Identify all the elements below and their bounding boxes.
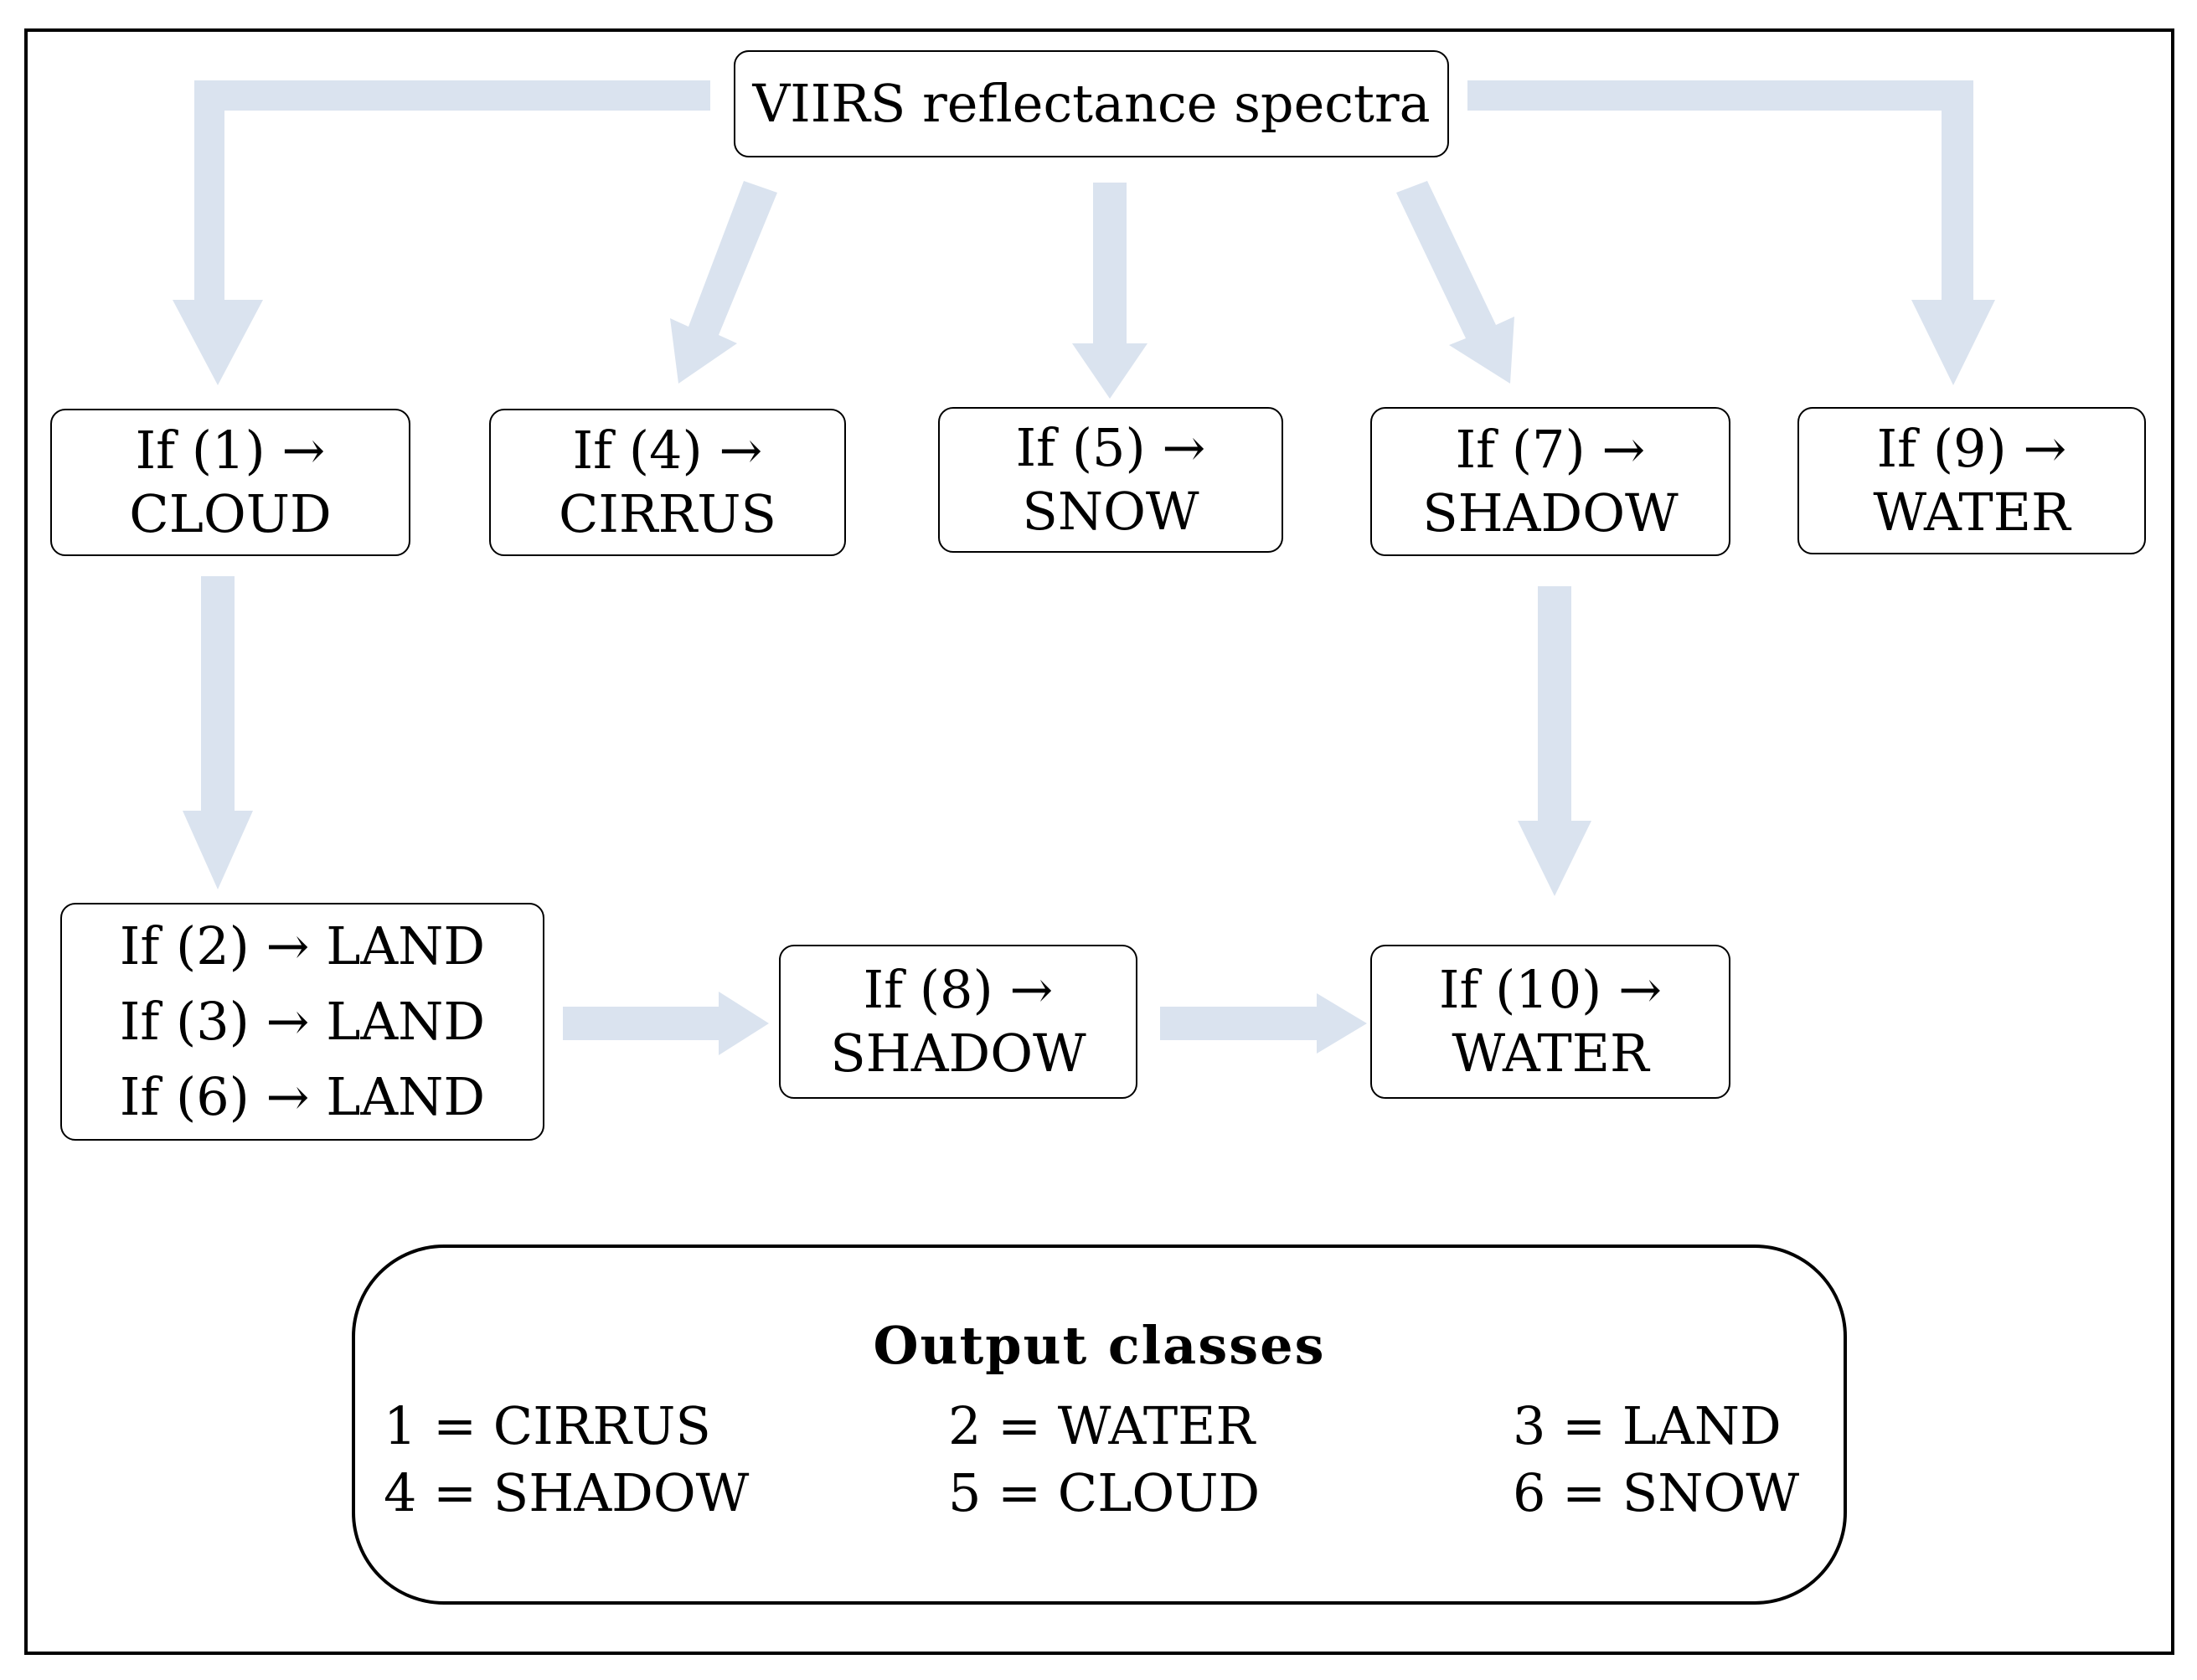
arrow-root-to-snow (1072, 183, 1147, 399)
legend-item: 2 = WATER (948, 1395, 1256, 1456)
test-1-node: If (1) → CLOUD (50, 409, 410, 556)
test-5-node: If (5) → SNOW (938, 407, 1283, 553)
output-classes-legend: Output classes 1 = CIRRUS 2 = WATER 3 = … (352, 1245, 1847, 1605)
diagram-frame (24, 28, 2174, 1655)
legend-item: 3 = LAND (1513, 1395, 1782, 1456)
test-8-node: If (8) → SHADOW (779, 945, 1137, 1099)
legend-item: 6 = SNOW (1513, 1462, 1800, 1523)
arrow-root-to-cirrus (670, 181, 777, 384)
test-7-condition: If (7) → (1455, 419, 1646, 481)
test-6-rule: If (6) → LAND (119, 1065, 486, 1127)
arrow-root-to-shadow (1396, 181, 1514, 384)
test-5-class: SNOW (1022, 481, 1199, 542)
test-4-class: CIRRUS (558, 483, 777, 544)
arrow-root-to-water (1467, 80, 1995, 385)
test-1-condition: If (1) → (135, 420, 326, 482)
test-8-condition: If (8) → (863, 959, 1054, 1021)
test-9-condition: If (9) → (1876, 418, 2067, 480)
root-node: VIIRS reflectance spectra (734, 50, 1449, 157)
test-4-node: If (4) → CIRRUS (489, 409, 846, 556)
arrow-land-to-shadow (563, 992, 769, 1055)
test-3-rule: If (3) → LAND (119, 991, 486, 1053)
arrow-shadow-to-water (1518, 586, 1591, 896)
legend-title: Output classes (873, 1315, 1326, 1376)
legend-item: 5 = CLOUD (948, 1462, 1261, 1523)
land-tests-node: If (2) → LAND If (3) → LAND If (6) → LAN… (60, 903, 544, 1141)
test-1-class: CLOUD (129, 483, 332, 544)
arrow-shadow-to-water-bottom (1160, 993, 1367, 1054)
root-label: VIIRS reflectance spectra (752, 73, 1431, 135)
legend-item: 4 = SHADOW (384, 1462, 750, 1523)
test-2-rule: If (2) → LAND (119, 915, 486, 977)
test-10-class: WATER (1452, 1023, 1649, 1084)
legend-item: 1 = CIRRUS (384, 1395, 711, 1456)
test-8-class: SHADOW (830, 1023, 1086, 1084)
arrow-root-to-cloud (173, 80, 710, 385)
arrow-cloud-to-land (183, 576, 253, 889)
test-10-node: If (10) → WATER (1370, 945, 1730, 1099)
test-5-condition: If (5) → (1015, 417, 1206, 479)
test-7-node: If (7) → SHADOW (1370, 407, 1730, 556)
test-9-class: WATER (1873, 482, 2071, 543)
test-9-node: If (9) → WATER (1797, 407, 2146, 554)
test-10-condition: If (10) → (1438, 959, 1663, 1021)
test-7-class: SHADOW (1422, 482, 1679, 544)
test-4-condition: If (4) → (572, 420, 763, 482)
